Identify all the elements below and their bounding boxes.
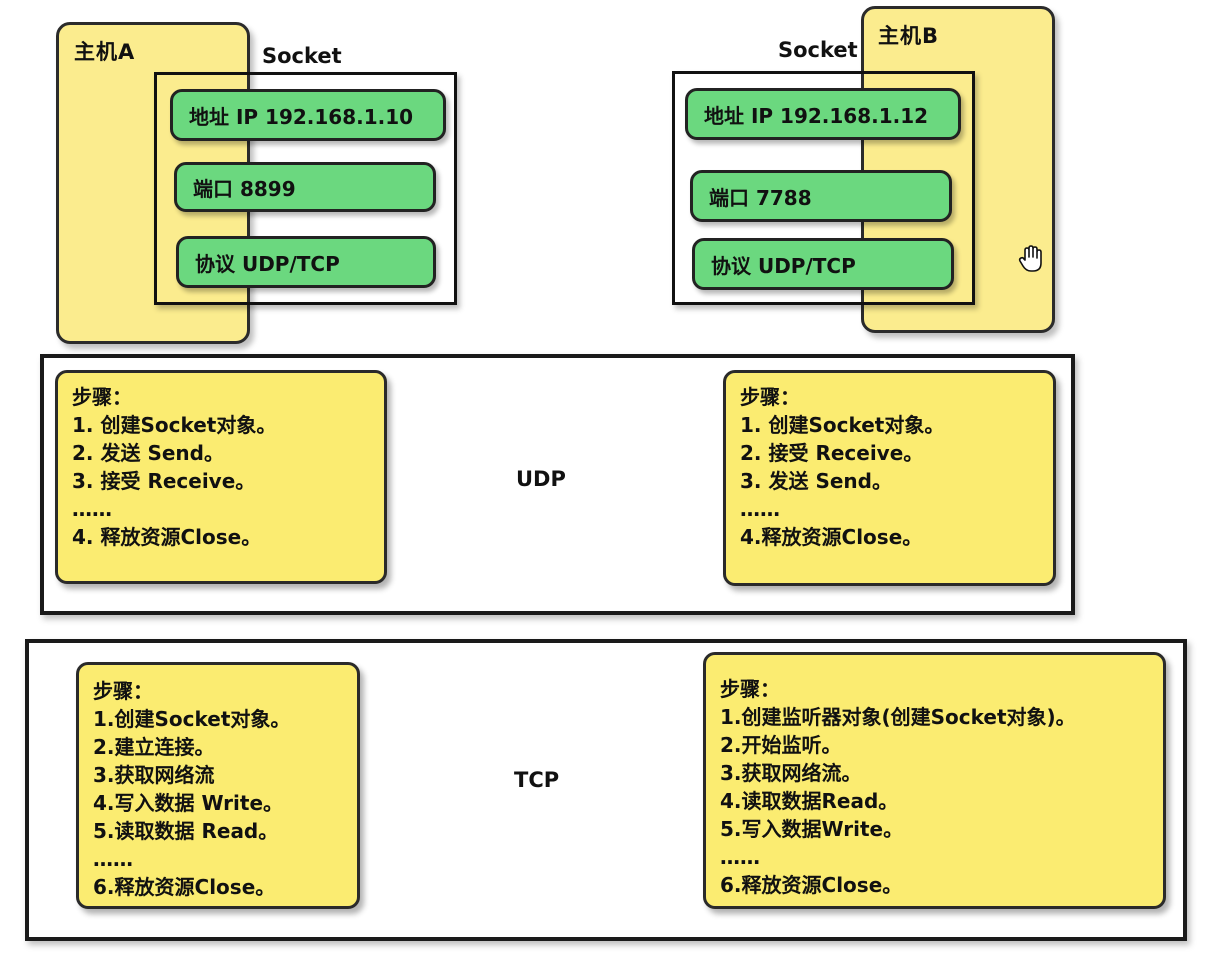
host-a-socket-frame bbox=[154, 72, 457, 305]
step-line: 步骤： bbox=[72, 385, 132, 409]
tcp-client-steps: 步骤： 1.创建Socket对象。 2.建立连接。 3.获取网络流 4.写入数据… bbox=[76, 662, 360, 909]
host-b-ip-field: 地址 IP 192.168.1.12 bbox=[685, 88, 961, 140]
step-line: 4. 释放资源Close。 bbox=[72, 525, 262, 549]
step-line: 3. 发送 Send。 bbox=[740, 469, 892, 493]
host-b-protocol-field: 协议 UDP/TCP bbox=[692, 238, 954, 290]
host-a-protocol-field: 协议 UDP/TCP bbox=[176, 236, 436, 288]
step-line: …… bbox=[740, 497, 780, 521]
udp-client-steps: 步骤： 1. 创建Socket对象。 2. 发送 Send。 3. 接受 Rec… bbox=[55, 370, 387, 584]
step-line: 2. 发送 Send。 bbox=[72, 441, 224, 465]
step-line: 2.开始监听。 bbox=[720, 733, 842, 757]
tcp-group-frame bbox=[25, 639, 1187, 941]
step-line: 6.释放资源Close。 bbox=[93, 875, 276, 899]
host-a-port-field: 端口 8899 bbox=[174, 162, 436, 212]
udp-label: UDP bbox=[516, 467, 566, 491]
step-line: 3. 接受 Receive。 bbox=[72, 469, 256, 493]
step-line: 4.写入数据 Write。 bbox=[93, 791, 284, 815]
step-line: 3.获取网络流。 bbox=[720, 761, 862, 785]
step-line: 6.释放资源Close。 bbox=[720, 873, 903, 897]
step-line: …… bbox=[720, 845, 760, 869]
step-line: 1. 创建Socket对象。 bbox=[740, 413, 945, 437]
step-line: 2. 接受 Receive。 bbox=[740, 441, 924, 465]
host-a-socket-label: Socket bbox=[262, 44, 342, 68]
step-line: 4.读取数据Read。 bbox=[720, 789, 899, 813]
step-line: 步骤： bbox=[720, 677, 780, 701]
step-line: 4.释放资源Close。 bbox=[740, 525, 923, 549]
step-line: …… bbox=[72, 497, 112, 521]
step-line: 步骤： bbox=[93, 679, 153, 703]
step-line: 3.获取网络流 bbox=[93, 763, 215, 787]
step-line: 2.建立连接。 bbox=[93, 735, 215, 759]
step-line: 步骤： bbox=[740, 385, 800, 409]
step-line: 5.写入数据Write。 bbox=[720, 817, 904, 841]
host-a-title: 主机A bbox=[74, 40, 136, 64]
step-line: 5.读取数据 Read。 bbox=[93, 819, 279, 843]
udp-server-steps: 步骤： 1. 创建Socket对象。 2. 接受 Receive。 3. 发送 … bbox=[723, 370, 1056, 586]
hand-cursor-icon bbox=[1016, 244, 1046, 274]
step-line: 1.创建监听器对象(创建Socket对象)。 bbox=[720, 705, 1076, 729]
host-a-ip-field: 地址 IP 192.168.1.10 bbox=[170, 89, 446, 141]
step-line: 1.创建Socket对象。 bbox=[93, 707, 291, 731]
tcp-server-steps: 步骤： 1.创建监听器对象(创建Socket对象)。 2.开始监听。 3.获取网… bbox=[703, 652, 1166, 909]
host-b-socket-label: Socket bbox=[778, 38, 858, 62]
step-line: …… bbox=[93, 847, 133, 871]
udp-group-frame bbox=[40, 354, 1075, 615]
host-b-title: 主机B bbox=[878, 24, 940, 48]
tcp-label: TCP bbox=[514, 768, 560, 792]
host-b-socket-frame bbox=[672, 71, 975, 305]
host-b-port-field: 端口 7788 bbox=[690, 170, 952, 222]
step-line: 1. 创建Socket对象。 bbox=[72, 413, 277, 437]
